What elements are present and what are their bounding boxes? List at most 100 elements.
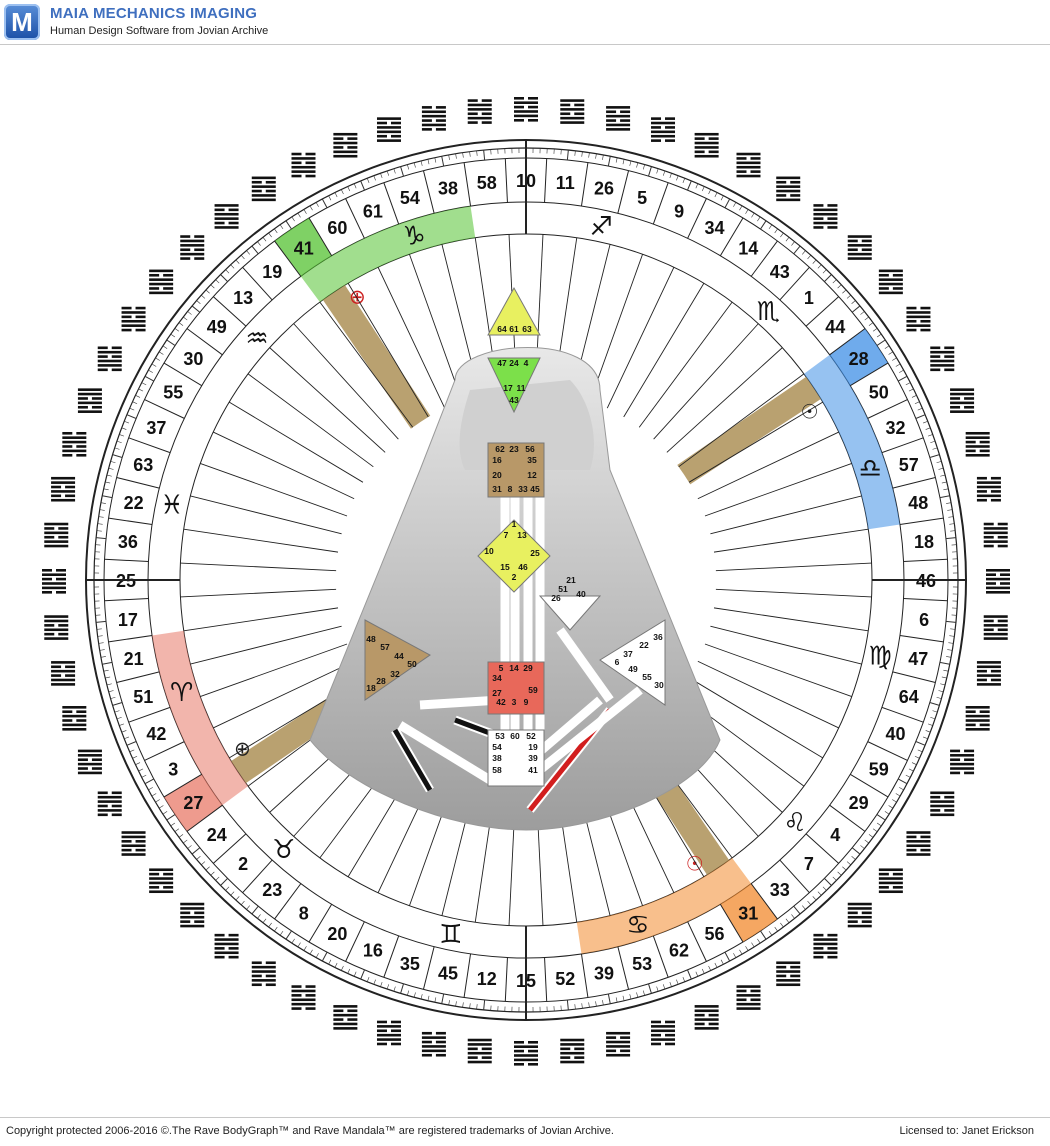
degree-tick bbox=[477, 151, 478, 156]
degree-tick bbox=[930, 441, 935, 443]
zodiac-capricorn-icon: ♑ bbox=[402, 221, 425, 251]
gate-spoke bbox=[607, 267, 674, 408]
hexagram-icon bbox=[977, 477, 1001, 502]
degree-tick bbox=[484, 1000, 485, 1010]
degree-tick bbox=[374, 176, 376, 181]
degree-tick bbox=[216, 877, 220, 880]
degree-tick bbox=[111, 697, 116, 698]
degree-tick bbox=[899, 787, 903, 789]
gate-divider bbox=[423, 947, 434, 990]
degree-tick bbox=[97, 629, 102, 630]
hexagram-icon bbox=[776, 177, 800, 202]
gate-spoke bbox=[705, 644, 852, 697]
degree-tick bbox=[637, 992, 638, 997]
degree-tick bbox=[775, 927, 778, 931]
throat-gate-label: 33 bbox=[518, 484, 528, 494]
degree-tick bbox=[670, 173, 672, 178]
degree-tick bbox=[329, 960, 331, 964]
degree-tick bbox=[428, 996, 429, 1001]
g-gate-label: 10 bbox=[484, 546, 494, 556]
ajna-gate-label: 24 bbox=[509, 358, 519, 368]
degree-tick bbox=[733, 953, 735, 957]
hexagram-icon bbox=[215, 204, 239, 229]
degree-tick bbox=[877, 334, 881, 337]
degree-tick bbox=[247, 906, 250, 910]
gate-number-51: 51 bbox=[133, 687, 153, 707]
degree-tick bbox=[252, 906, 258, 914]
sacral-gate-label: 34 bbox=[492, 673, 502, 683]
throat-gate-label: 45 bbox=[530, 484, 540, 494]
degree-tick bbox=[824, 275, 831, 282]
hexagram-icon bbox=[122, 307, 146, 332]
degree-tick bbox=[316, 953, 318, 957]
degree-tick bbox=[746, 209, 749, 213]
hexagram-icon bbox=[98, 791, 122, 816]
degree-tick bbox=[211, 285, 215, 288]
gate-spoke bbox=[705, 463, 852, 516]
ajna-gate-label: 4 bbox=[524, 358, 529, 368]
hexagram-icon bbox=[98, 347, 122, 372]
degree-tick bbox=[721, 196, 723, 200]
gate-number-42: 42 bbox=[146, 724, 166, 744]
root-gate-label: 41 bbox=[528, 765, 538, 775]
degree-tick bbox=[456, 154, 457, 159]
degree-tick bbox=[421, 994, 422, 999]
degree-tick bbox=[725, 199, 730, 208]
degree-tick bbox=[616, 158, 617, 163]
gate-number-49: 49 bbox=[207, 317, 227, 337]
degree-tick bbox=[145, 376, 154, 381]
gate-number-39: 39 bbox=[594, 963, 614, 983]
degree-tick bbox=[341, 189, 343, 194]
hexagram-icon bbox=[44, 615, 68, 640]
degree-tick bbox=[414, 992, 415, 997]
ajna-gate-label: 11 bbox=[517, 383, 526, 393]
hexagram-icon bbox=[62, 706, 86, 731]
spleen-gate-label: 44 bbox=[394, 651, 404, 661]
degree-tick bbox=[923, 737, 928, 739]
hexagram-icon bbox=[984, 615, 1008, 640]
degree-tick bbox=[938, 468, 943, 469]
degree-tick bbox=[757, 217, 760, 221]
degree-tick bbox=[909, 769, 913, 771]
degree-tick bbox=[380, 982, 382, 987]
degree-tick bbox=[608, 994, 610, 1004]
root-gate-label: 39 bbox=[528, 753, 538, 763]
degree-tick bbox=[940, 496, 950, 498]
degree-tick bbox=[286, 221, 292, 229]
gate-number-34: 34 bbox=[705, 218, 725, 238]
degree-tick bbox=[130, 408, 135, 410]
degree-tick bbox=[148, 787, 152, 789]
degree-tick bbox=[484, 150, 485, 160]
gate-number-3: 3 bbox=[168, 760, 178, 780]
degree-tick bbox=[335, 193, 337, 197]
ajna-gate-label: 43 bbox=[509, 395, 519, 405]
degree-tick bbox=[709, 966, 711, 971]
gate-spoke bbox=[200, 644, 347, 697]
hexagram-icon bbox=[377, 1021, 401, 1046]
gate-divider bbox=[900, 518, 944, 524]
degree-tick bbox=[943, 670, 948, 671]
gate-divider bbox=[464, 163, 470, 207]
solar-plexus-gate-label: 49 bbox=[628, 664, 638, 674]
g-gate-label: 13 bbox=[517, 530, 527, 540]
degree-tick bbox=[838, 285, 842, 288]
root-gate-label: 58 bbox=[492, 765, 502, 775]
degree-tick bbox=[139, 389, 143, 391]
gate-divider bbox=[893, 477, 936, 488]
gate-spoke bbox=[716, 563, 872, 571]
degree-tick bbox=[873, 328, 877, 331]
degree-tick bbox=[596, 1001, 597, 1006]
gate-number-32: 32 bbox=[886, 418, 906, 438]
solar-plexus-gate-label: 37 bbox=[623, 649, 633, 659]
hexagram-icon bbox=[252, 961, 276, 986]
degree-tick bbox=[589, 153, 590, 158]
degree-tick bbox=[702, 187, 704, 192]
degree-tick bbox=[802, 251, 805, 255]
degree-tick bbox=[407, 991, 408, 996]
gate-divider bbox=[893, 672, 936, 683]
degree-tick bbox=[367, 178, 369, 183]
hexagram-icon bbox=[906, 307, 930, 332]
gate-number-33: 33 bbox=[770, 880, 790, 900]
degree-tick bbox=[751, 213, 754, 217]
gate-number-7: 7 bbox=[804, 854, 814, 874]
